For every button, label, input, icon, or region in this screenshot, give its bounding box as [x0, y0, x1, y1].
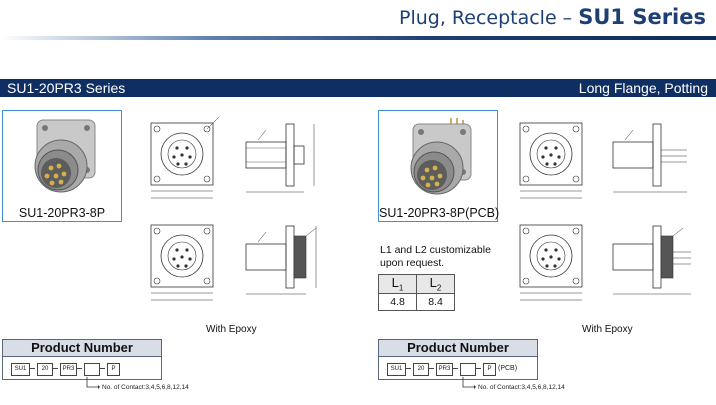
header-rule [0, 36, 716, 40]
connector-pcb-photo [410, 118, 472, 195]
photo-caption: SU1-20PR3-8P [18, 206, 106, 220]
drawing-front-top-right [519, 122, 583, 199]
pn-dash [406, 368, 411, 369]
pn-box-size: 20 [413, 363, 429, 376]
series-name: SU1-20PR3 Series [7, 80, 126, 96]
drawing-front-top-left [150, 116, 220, 199]
drawing-front-bottom-right [519, 224, 583, 301]
drawing-side-bottom-right [612, 225, 691, 295]
pn-dash [429, 368, 434, 369]
l1-value: 4.8 [378, 292, 417, 311]
pn-dash [453, 368, 458, 369]
l2-header: L2 [416, 274, 455, 294]
l1-header: L1 [378, 274, 417, 294]
pn-box-type: PR3 [436, 363, 453, 376]
pn-dash [77, 368, 82, 369]
connector-photo [34, 119, 96, 193]
pn-box-gender: P [107, 363, 120, 376]
pn-suffix: (PCB) [498, 365, 518, 372]
contact-count-note: No. of Contact:3,4,5,6,8,12,14 [478, 384, 565, 391]
length-table: L1 L2 4.8 8.4 [378, 274, 455, 311]
series-variant: Long Flange, Potting [578, 80, 708, 96]
pn-box-size: 20 [37, 363, 53, 376]
drawing-front-bottom-left [150, 224, 214, 301]
contact-count-note: No. of Contact:3,4,5,6,8,12,14 [102, 384, 189, 391]
pn-box-contacts [84, 363, 100, 376]
pn-dash [53, 368, 58, 369]
product-photo-box-right: SU1-20PR3-8P(PCB) [378, 110, 500, 222]
pn-box-type: PR3 [60, 363, 77, 376]
pn-box-gender: P [483, 363, 496, 376]
pn-box-series: SU1 [387, 363, 406, 376]
pn-dash [476, 368, 481, 369]
pn-dash [30, 368, 35, 369]
drawing-side-bottom-left [245, 225, 317, 295]
with-epoxy-label: With Epoxy [206, 324, 257, 335]
series-bar: SU1-20PR3 Series Long Flange, Potting [0, 79, 716, 97]
pn-box-series: SU1 [11, 363, 30, 376]
pn-box-contacts [460, 363, 476, 376]
drawing-side-top-left [245, 123, 315, 193]
contact-pointer-arrow [462, 377, 476, 389]
page-title: Plug, Receptacle – SU1 Series [398, 5, 706, 29]
product-number-code: SU1 20 PR3 P [2, 357, 162, 380]
product-number-heading: Product Number [2, 339, 162, 357]
pn-dash [100, 368, 105, 369]
l2-value: 8.4 [416, 292, 455, 311]
product-number-block-right: Product Number SU1 20 PR3 P (PCB) [378, 339, 538, 380]
product-number-block-left: Product Number SU1 20 PR3 P [2, 339, 162, 380]
product-number-heading: Product Number [378, 339, 538, 357]
product-photo-box-left: SU1-20PR3-8P [2, 110, 122, 222]
custom-length-note: L1 and L2 customizable upon request. [380, 244, 491, 269]
product-number-code: SU1 20 PR3 P (PCB) [378, 357, 538, 380]
drawing-side-top-right [612, 123, 687, 193]
photo-caption: SU1-20PR3-8P(PCB) [379, 206, 500, 220]
contact-pointer-arrow [86, 377, 100, 389]
with-epoxy-label: With Epoxy [582, 324, 633, 335]
